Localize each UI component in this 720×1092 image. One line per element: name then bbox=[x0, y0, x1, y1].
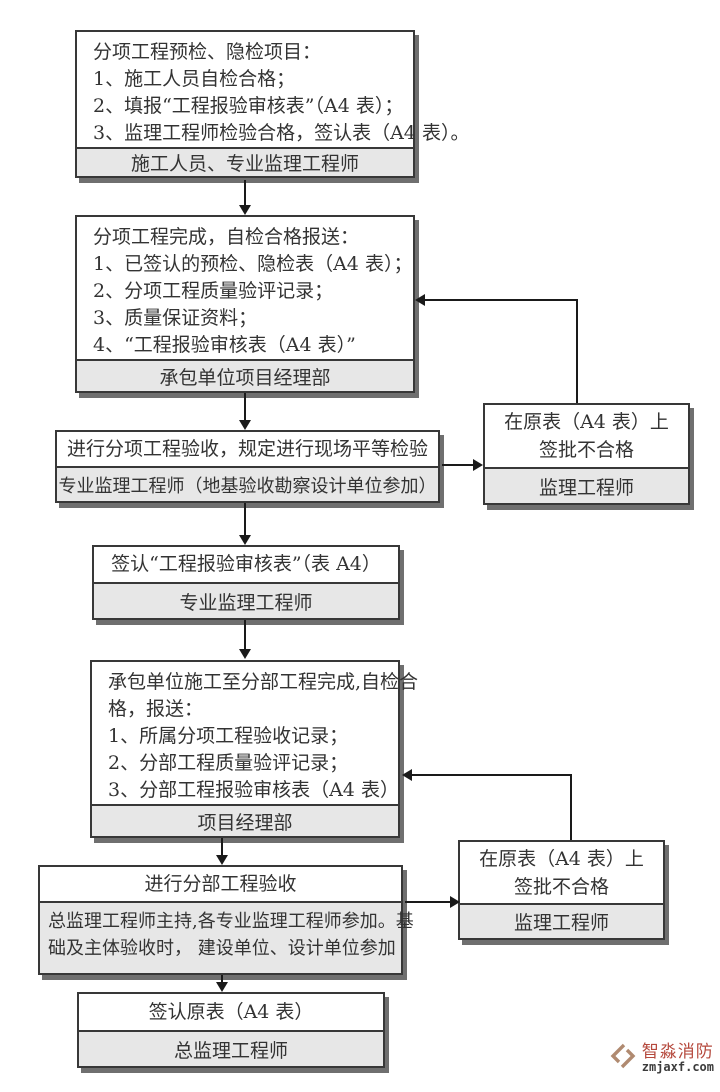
connector-down-4 bbox=[244, 620, 246, 650]
box-text-line: 进行分部工程验收 bbox=[144, 872, 297, 895]
connector-down-2 bbox=[244, 393, 246, 421]
box-text-line: 1、施工人员自检合格； bbox=[93, 68, 296, 90]
feedback2-vertical-line bbox=[570, 775, 572, 840]
box-sign-original-form: 签认原表（A4 表） 总监理工程师 bbox=[77, 992, 385, 1068]
box-footer-responsible: 监理工程师 bbox=[460, 903, 663, 938]
box-text-line: 进行分项工程验收，规定进行现场平等检验 bbox=[66, 437, 428, 460]
box-text-line: 4、“工程报验审核表（A4 表）” bbox=[93, 334, 356, 356]
box-footer-responsible: 总监理工程师主持,各专业监理工程师参加。基 础及主体验收时， 建设单位、设计单位… bbox=[40, 901, 414, 973]
arrow-left-icon bbox=[415, 294, 425, 306]
box-body: 在原表（A4 表）上 签批不合格 bbox=[485, 405, 688, 467]
connector-down-6 bbox=[221, 975, 223, 983]
arrow-right-icon bbox=[450, 896, 460, 908]
box-footer-responsible: 总监理工程师 bbox=[79, 1030, 383, 1066]
box-subdivision-completion-report: 承包单位施工至分部工程完成,自检合 格，报送： 1、所属分项工程验收记录； 2、… bbox=[90, 660, 419, 838]
box-text-line: 分项工程完成，自检合格报送： bbox=[93, 226, 360, 248]
box-footer-line: 总监理工程师主持,各专业监理工程师参加。基 bbox=[48, 911, 414, 932]
arrow-down-icon bbox=[216, 855, 228, 865]
box-footer-responsible: 施工人员、专业监理工程师 bbox=[77, 147, 413, 176]
box-subdivision-acceptance: 进行分部工程验收 总监理工程师主持,各专业监理工程师参加。基 础及主体验收时， … bbox=[38, 865, 414, 975]
arrow-left-icon bbox=[402, 769, 412, 781]
box-subitem-completion-report: 分项工程完成，自检合格报送： 1、已签认的预检、隐检表（A4 表）； 2、分项工… bbox=[75, 215, 415, 393]
box-text-line: 1、已签认的预检、隐检表（A4 表）； bbox=[93, 253, 413, 275]
box-text-line: 2、分部工程质量验评记录； bbox=[108, 752, 349, 774]
box-footer-responsible: 专业监理工程师（地基验收勘察设计单位参加） bbox=[57, 466, 438, 501]
connector-down-5 bbox=[221, 838, 223, 856]
connector-right-to-reject-2 bbox=[405, 901, 451, 903]
box-body: 进行分部工程验收 bbox=[40, 867, 401, 901]
box-body: 进行分项工程验收，规定进行现场平等检验 bbox=[57, 432, 438, 466]
box-text-line: 2、分项工程质量验评记录； bbox=[93, 280, 334, 302]
connector-right-to-reject-1 bbox=[442, 464, 474, 466]
box-body: 分项工程预检、隐检项目： 1、施工人员自检合格； 2、填报“工程报验审核表”（A… bbox=[77, 32, 470, 147]
arrow-down-icon bbox=[239, 535, 251, 545]
feedback1-vertical-line bbox=[576, 300, 578, 403]
box-text-line: 格，报送： bbox=[108, 698, 204, 720]
arrow-down-icon bbox=[216, 982, 228, 992]
brand-name: 智淼消防 bbox=[641, 1042, 714, 1062]
box-text-line: 2、填报“工程报验审核表”（A4 表）； bbox=[93, 95, 404, 117]
box-text-line: 签认“工程报验审核表”（表 A4） bbox=[111, 553, 381, 575]
box-text-line: 3、分部工程报验审核表（A4 表） bbox=[108, 779, 399, 801]
box-text-line: 3、监理工程师检验合格，签认表（A4 表）。 bbox=[93, 122, 470, 144]
box-footer-line: 础及主体验收时， 建设单位、设计单位参加 bbox=[48, 938, 396, 959]
brand-domain: zmjaxf.com bbox=[641, 1060, 714, 1075]
box-text-line: 签批不合格 bbox=[513, 875, 609, 898]
box-body: 在原表（A4 表）上 签批不合格 bbox=[460, 842, 663, 903]
arrow-right-icon bbox=[473, 459, 483, 471]
connector-down-1 bbox=[244, 180, 246, 206]
box-subitem-acceptance: 进行分项工程验收，规定进行现场平等检验 专业监理工程师（地基验收勘察设计单位参加… bbox=[55, 430, 440, 503]
arrow-down-icon bbox=[239, 649, 251, 659]
brand-logo-icon bbox=[608, 1041, 638, 1076]
arrow-down-icon bbox=[239, 205, 251, 215]
box-text-line: 在原表（A4 表）上 bbox=[504, 411, 669, 433]
box-body: 签认原表（A4 表） bbox=[79, 994, 383, 1030]
box-reject-subitem: 在原表（A4 表）上 签批不合格 监理工程师 bbox=[483, 403, 690, 505]
box-sign-review-form: 签认“工程报验审核表”（表 A4） 专业监理工程师 bbox=[92, 545, 400, 620]
feedback1-horizontal-line bbox=[425, 299, 578, 301]
box-footer-responsible: 项目经理部 bbox=[92, 804, 398, 836]
box-text-line: 1、所属分项工程验收记录； bbox=[108, 725, 349, 747]
box-body: 承包单位施工至分部工程完成,自检合 格，报送： 1、所属分项工程验收记录； 2、… bbox=[92, 662, 419, 804]
box-subitem-pre-inspection: 分项工程预检、隐检项目： 1、施工人员自检合格； 2、填报“工程报验审核表”（A… bbox=[75, 30, 470, 178]
box-body: 分项工程完成，自检合格报送： 1、已签认的预检、隐检表（A4 表）； 2、分项工… bbox=[77, 217, 413, 359]
box-text-line: 签批不合格 bbox=[538, 439, 634, 461]
arrow-down-icon bbox=[239, 420, 251, 430]
box-text-line: 分项工程预检、隐检项目： bbox=[93, 41, 322, 63]
box-text-line: 在原表（A4 表）上 bbox=[479, 847, 644, 870]
box-text-line: 签认原表（A4 表） bbox=[148, 1000, 314, 1023]
box-body: 签认“工程报验审核表”（表 A4） bbox=[94, 547, 398, 582]
box-reject-subdivision: 在原表（A4 表）上 签批不合格 监理工程师 bbox=[458, 840, 665, 940]
box-footer-responsible: 监理工程师 bbox=[485, 467, 688, 503]
box-footer-responsible: 承包单位项目经理部 bbox=[77, 359, 413, 391]
brand-watermark: 智淼消防 zmjaxf.com bbox=[608, 1041, 714, 1076]
box-text-line: 3、质量保证资料； bbox=[93, 307, 258, 329]
feedback2-horizontal-line bbox=[412, 774, 572, 776]
connector-down-3 bbox=[244, 503, 246, 536]
box-text-line: 承包单位施工至分部工程完成,自检合 bbox=[108, 671, 419, 693]
box-footer-responsible: 专业监理工程师 bbox=[94, 582, 398, 618]
